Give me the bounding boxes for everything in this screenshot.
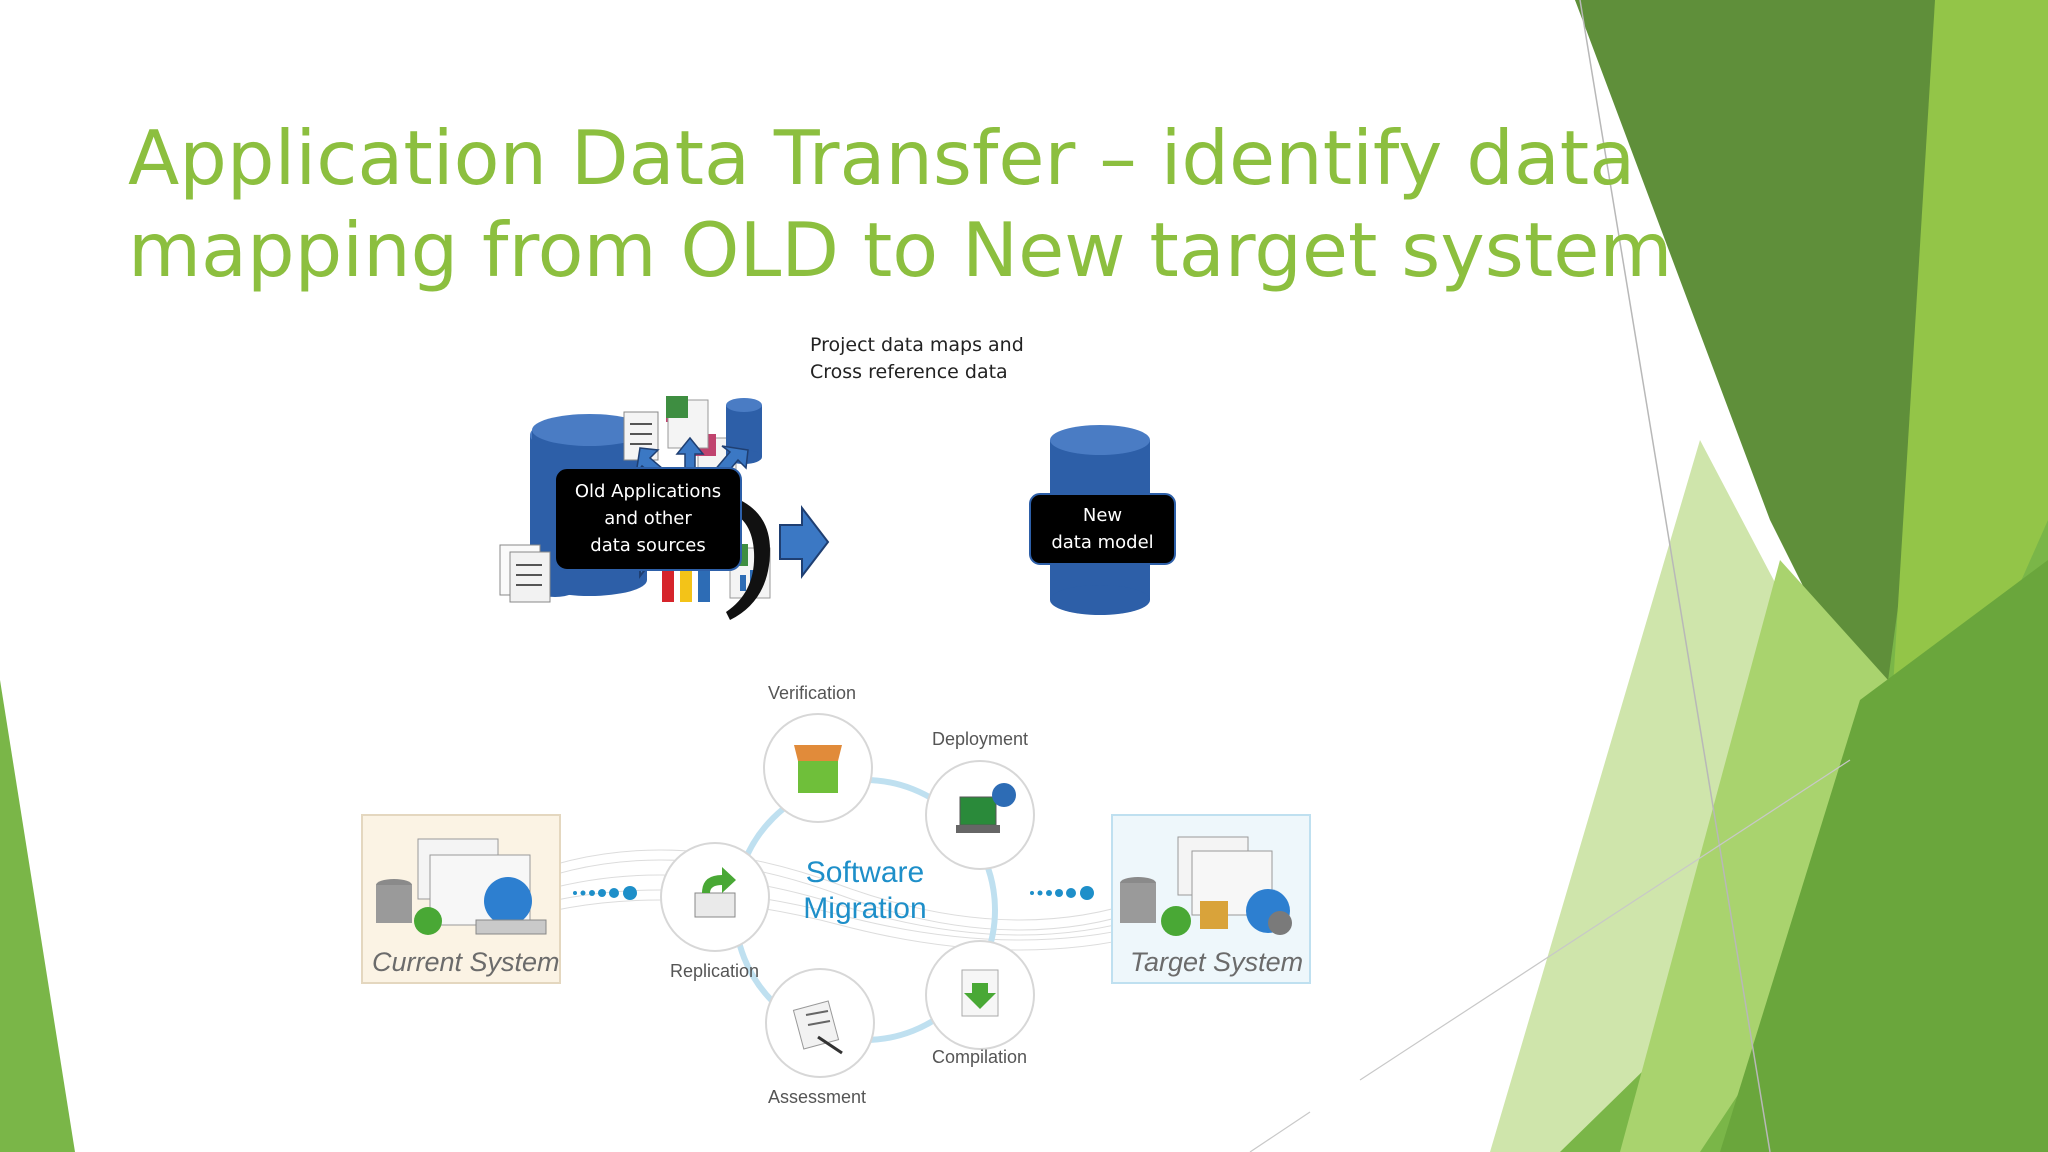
center-line-2: Migration bbox=[803, 892, 927, 925]
target-line-1: New bbox=[1082, 505, 1123, 526]
target-line-2: data model bbox=[1051, 532, 1154, 553]
verification-step-icon bbox=[763, 713, 873, 823]
deco-facet-right-pale bbox=[1490, 440, 1900, 1152]
old-applications-label: Old Applications and other data sources bbox=[555, 478, 741, 559]
assessment-label: Assessment bbox=[768, 1087, 867, 1107]
replication-label: Replication bbox=[670, 961, 760, 981]
deployment-label: Deployment bbox=[932, 729, 1029, 749]
mapping-graphics bbox=[499, 396, 1176, 620]
migration-graphics bbox=[361, 713, 1311, 1078]
deco-line-3 bbox=[1249, 1111, 1311, 1152]
target-system-connector bbox=[1030, 886, 1094, 900]
software-migration-diagram: Software Migration Verification Deployme… bbox=[350, 665, 1330, 1120]
arrow-right-2 bbox=[779, 505, 830, 579]
title-line-1: Application Data Transfer – identify dat… bbox=[128, 114, 1636, 202]
compilation-label: Compilation bbox=[932, 1047, 1028, 1067]
current-system-connector bbox=[573, 886, 637, 900]
migration-center-label: Software Migration bbox=[775, 855, 955, 927]
current-system-box bbox=[361, 814, 561, 984]
current-system-label: Current System bbox=[372, 947, 560, 977]
project-label-line-1: Project data maps and bbox=[810, 334, 1024, 356]
target-system-box bbox=[1111, 814, 1311, 984]
target-system-label: Target System bbox=[1130, 947, 1304, 977]
document-icon-left bbox=[499, 544, 551, 603]
project-data-label: Project data maps and Cross reference da… bbox=[810, 332, 1024, 386]
compilation-step-icon bbox=[925, 940, 1035, 1050]
verification-label: Verification bbox=[768, 683, 857, 703]
data-mapping-diagram: Project data maps and Cross reference da… bbox=[490, 320, 1210, 640]
project-excel-icon bbox=[666, 396, 709, 449]
source-line-3: data sources bbox=[590, 535, 706, 556]
slide-title: Application Data Transfer – identify dat… bbox=[128, 112, 1673, 296]
deco-line-1 bbox=[1579, 0, 1771, 1152]
new-data-model-box bbox=[1029, 493, 1176, 565]
wave-lines bbox=[499, 849, 1181, 951]
deco-facet-right-deep bbox=[1720, 560, 2048, 1152]
deployment-step-icon bbox=[925, 760, 1035, 870]
title-line-2: mapping from OLD to New target system bbox=[128, 206, 1673, 294]
old-applications-box bbox=[554, 467, 742, 571]
deco-facet-left bbox=[0, 680, 75, 1152]
deco-line-2 bbox=[1359, 759, 1851, 1081]
source-line-2: and other bbox=[604, 508, 692, 529]
project-label-line-2: Cross reference data bbox=[810, 361, 1008, 383]
deco-facet-right-dark bbox=[1575, 0, 1980, 740]
source-line-1: Old Applications bbox=[574, 481, 722, 502]
center-line-1: Software bbox=[805, 856, 925, 889]
assessment-step-icon bbox=[765, 968, 875, 1078]
replication-step-icon bbox=[660, 842, 770, 952]
new-data-model-label: New data model bbox=[1030, 502, 1175, 556]
